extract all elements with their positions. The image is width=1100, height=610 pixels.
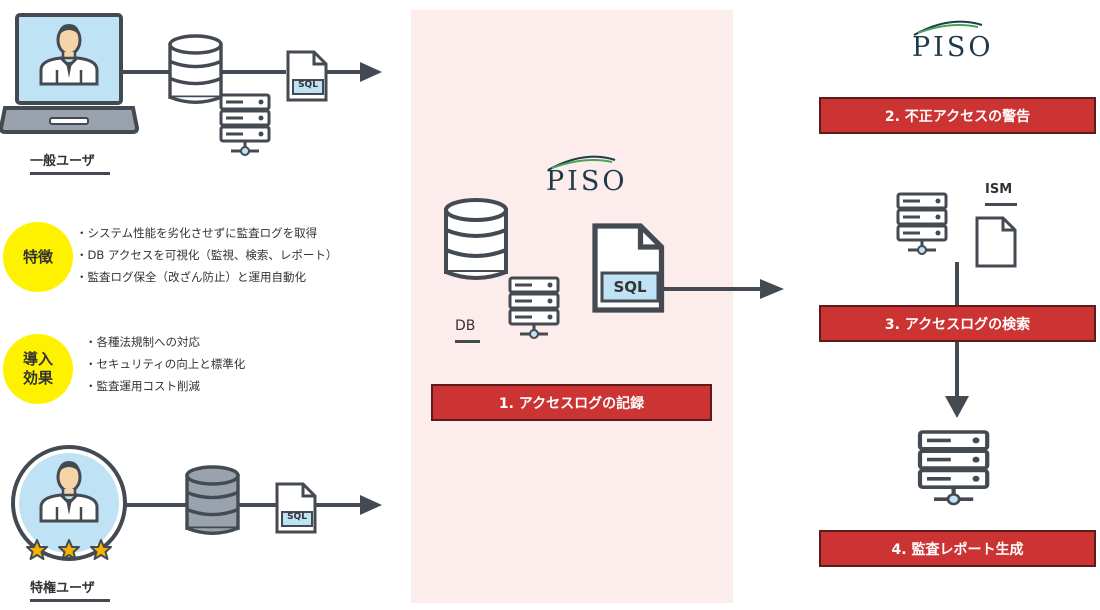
database-icon <box>444 198 508 280</box>
sql-file-icon <box>275 482 317 534</box>
effects-badge: 導入 効果 <box>3 334 73 404</box>
privileged-user-label: 特権ユーザ <box>30 581 95 596</box>
step4-box: 4. 監査レポート生成 <box>819 530 1096 567</box>
step3-box: 3. アクセスログの検索 <box>819 305 1096 342</box>
db-label: DB <box>455 318 476 334</box>
sql-tag <box>600 271 660 303</box>
server-icon <box>508 276 560 340</box>
server-icon <box>920 432 987 504</box>
ism-file-icon <box>975 216 1017 268</box>
piso-logo: PISO <box>546 166 628 197</box>
arrow-down-icon <box>945 396 969 418</box>
arrow-right-icon <box>360 495 382 515</box>
list-item: ・各種法規制への対応 <box>85 335 200 349</box>
effects-list: ・各種法規制への対応 ・セキュリティの向上と標準化 ・監査運用コスト削減 <box>85 331 245 397</box>
list-item: ・監査ログ保全（改ざん防止）と運用自動化 <box>76 270 306 284</box>
sql-label: SQL <box>613 278 647 296</box>
list-item: ・DB アクセスを可視化（監視、検索、レポート） <box>76 248 338 262</box>
sql-label: SQL <box>287 512 307 522</box>
database-icon <box>185 465 240 535</box>
features-badge: 特徴 <box>3 222 73 292</box>
label-underline <box>30 172 110 175</box>
server-icon <box>896 192 948 256</box>
list-item: ・システム性能を劣化させずに監査ログを取得 <box>76 226 318 240</box>
arrow-right-icon <box>360 62 382 82</box>
list-item: ・セキュリティの向上と標準化 <box>85 357 246 371</box>
server-icon <box>219 93 271 157</box>
arrow-right-icon <box>760 279 784 299</box>
logo-mark-icon <box>547 155 616 171</box>
step1-box: 1. アクセスログの記録 <box>431 384 712 421</box>
label-underline <box>455 340 480 343</box>
sql-label: SQL <box>298 80 318 90</box>
list-item: ・監査運用コスト削減 <box>85 379 200 393</box>
step2-box: 2. 不正アクセスの警告 <box>819 97 1096 134</box>
logo-mark-icon <box>913 20 983 36</box>
general-user-label: 一般ユーザ <box>30 154 95 169</box>
database-icon <box>168 34 223 105</box>
piso-logo: PISO <box>912 32 994 63</box>
label-underline <box>985 203 1017 206</box>
label-underline <box>30 599 110 602</box>
features-list: ・システム性能を劣化させずに監査ログを取得 ・DB アクセスを可視化（監視、検索… <box>76 222 337 288</box>
sql-file-icon <box>286 50 328 102</box>
ism-label: ISM <box>985 182 1013 197</box>
center-panel <box>411 10 733 603</box>
